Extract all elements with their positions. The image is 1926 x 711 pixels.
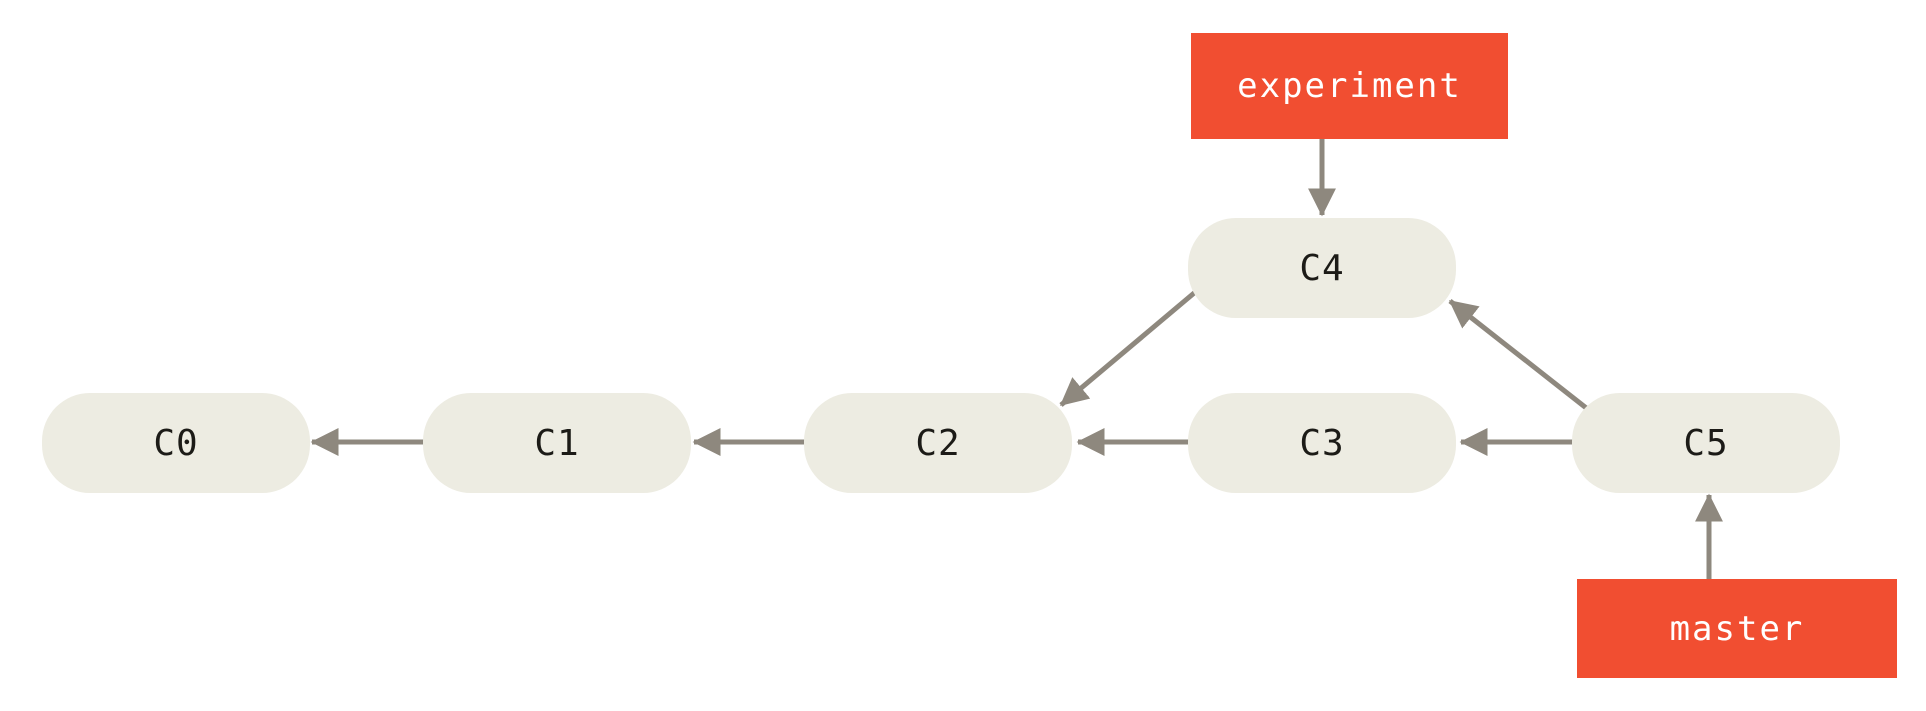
commit-node-c2: C2 (804, 393, 1072, 493)
commit-node-c3: C3 (1188, 393, 1456, 493)
branch-name: master (1669, 608, 1805, 649)
commit-label: C4 (1299, 247, 1345, 289)
commit-label: C5 (1683, 422, 1729, 464)
branch-label-master: master (1577, 579, 1897, 678)
commit-label: C1 (534, 422, 580, 464)
commit-node-c4: C4 (1188, 218, 1456, 318)
commit-node-c5: C5 (1572, 393, 1840, 493)
commit-label: C0 (153, 422, 199, 464)
commit-label: C3 (1299, 422, 1345, 464)
branch-name: experiment (1237, 66, 1462, 106)
commit-node-c1: C1 (423, 393, 691, 493)
branch-label-experiment: experiment (1191, 33, 1508, 139)
commit-label: C2 (915, 422, 961, 464)
commit-node-c0: C0 (42, 393, 310, 493)
